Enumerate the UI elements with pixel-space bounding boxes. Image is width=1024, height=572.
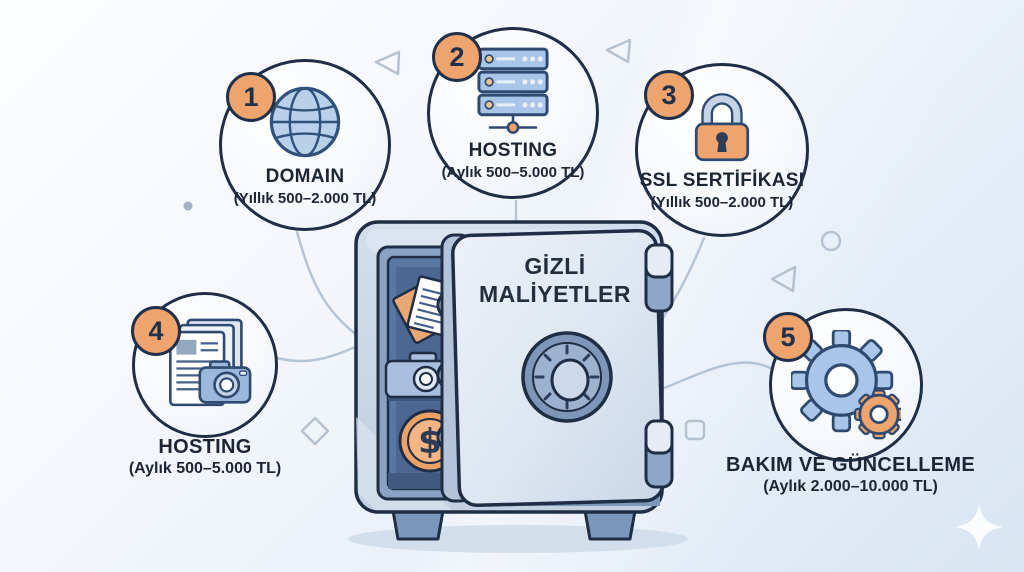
number-badge-3: 3 <box>644 70 694 120</box>
documents-camera-icon <box>169 318 252 407</box>
dot-decoration <box>183 201 193 211</box>
padlock-icon <box>694 93 750 162</box>
node-price: (Yıllık 500–2.000 TL) <box>650 194 794 212</box>
safe-dial <box>521 331 613 423</box>
node-label: DOMAIN <box>265 166 345 188</box>
number-badge-1: 1 <box>226 72 276 122</box>
door-title: GİZLİ MALİYETLER <box>479 253 631 308</box>
coin-dollar-symbol: $ <box>418 422 442 462</box>
circle-decoration <box>820 230 842 252</box>
camera-icon <box>198 360 252 404</box>
sparkle-decoration <box>955 504 1003 550</box>
node-price: (Aylık 500–5.000 TL) <box>441 164 585 182</box>
gears-icon <box>791 330 901 440</box>
node-label: HOSTING <box>158 436 252 458</box>
small-gear <box>854 389 901 440</box>
node-circle-ssl: SSL SERTİFİKASI (Yıllık 500–2.000 TL) <box>635 63 809 237</box>
server-icon <box>477 48 549 135</box>
globe-icon <box>269 87 341 158</box>
node-label: BAKIM VE GÜNCELLEME <box>725 454 976 476</box>
square-decoration <box>684 419 706 441</box>
connector-line-5 <box>648 361 772 396</box>
safe-illustration: $ <box>348 220 688 553</box>
diamond-decoration <box>300 416 330 446</box>
door-hinges <box>644 243 674 489</box>
node-price: (Yıllık 500–2.000 TL) <box>233 190 377 208</box>
node-circle-domain: DOMAIN (Yıllık 500–2.000 TL) <box>219 59 391 231</box>
number-badge-4: 4 <box>131 306 181 356</box>
node-price: (Aylık 2.000–10.000 TL) <box>763 478 938 495</box>
node-label: SSL SERTİFİKASI <box>639 170 805 192</box>
node-price: (Aylık 500–5.000 TL) <box>128 460 282 477</box>
triangle-decoration-1 <box>374 50 401 76</box>
node-label: HOSTING <box>468 140 558 162</box>
triangle-decoration-3 <box>770 265 797 293</box>
triangle-decoration-2 <box>605 38 632 64</box>
number-badge-5: 5 <box>763 312 813 362</box>
number-badge-2: 2 <box>432 32 482 82</box>
